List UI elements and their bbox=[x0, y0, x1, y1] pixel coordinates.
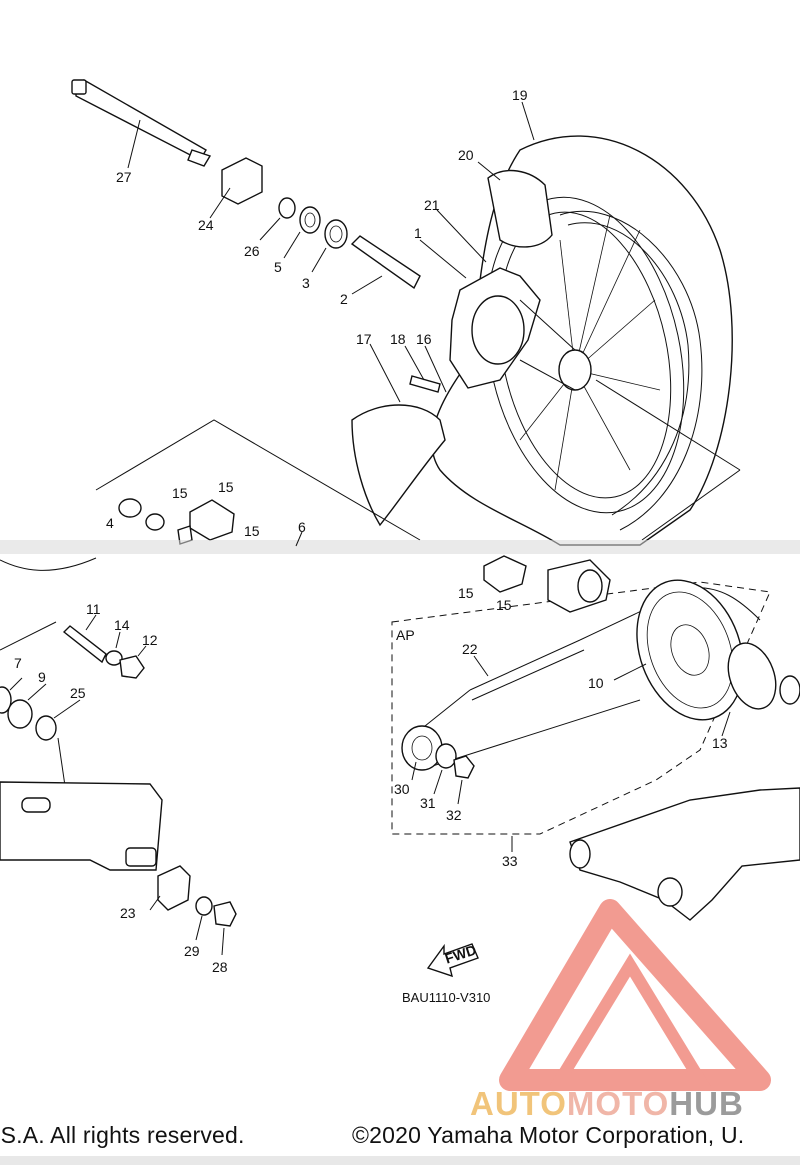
callout-31: 31 bbox=[420, 795, 436, 811]
washer-part-29 bbox=[195, 896, 213, 916]
callout-32: 32 bbox=[446, 807, 462, 823]
damper-part-right bbox=[483, 555, 527, 593]
callout-4: 4 bbox=[106, 515, 114, 531]
copyright-right: ©2020 Yamaha Motor Corporation, U. bbox=[352, 1122, 745, 1148]
watermark-moto: MOTO bbox=[566, 1085, 670, 1122]
callout-29: 29 bbox=[184, 943, 200, 959]
callout-18: 18 bbox=[390, 331, 406, 347]
rim-band-part bbox=[487, 169, 553, 248]
oil-seal-part bbox=[299, 206, 321, 234]
callout-5: 5 bbox=[274, 259, 282, 275]
leader-lines-top bbox=[127, 101, 741, 471]
assembly-outline bbox=[95, 419, 421, 541]
nut-part-28 bbox=[213, 901, 237, 927]
rear-sprocket bbox=[636, 579, 744, 721]
callout-17: 17 bbox=[356, 331, 372, 347]
axle-part bbox=[71, 79, 212, 167]
callout-26: 26 bbox=[244, 243, 260, 259]
nut-part-32 bbox=[453, 755, 475, 779]
callout-33: 33 bbox=[502, 853, 518, 869]
fwd-arrow-icon: FWD bbox=[426, 942, 479, 978]
callout-15-c: 15 bbox=[244, 523, 260, 539]
ap-group-outline bbox=[391, 581, 771, 835]
watermark-auto: AUTO bbox=[470, 1085, 567, 1122]
leader-lines-bottom bbox=[9, 531, 731, 956]
callout-24: 24 bbox=[198, 217, 214, 233]
seal-part-8 bbox=[145, 513, 165, 531]
bearing-part-4 bbox=[118, 498, 142, 518]
bolt-part bbox=[409, 375, 441, 393]
drive-sprocket bbox=[401, 725, 443, 771]
callout-15-d: 15 bbox=[458, 585, 474, 601]
callout-23: 23 bbox=[120, 905, 136, 921]
callout-14: 14 bbox=[114, 617, 130, 633]
callout-13: 13 bbox=[712, 735, 728, 751]
sprocket-gasket bbox=[727, 642, 777, 710]
spacer-part bbox=[350, 235, 421, 290]
adjuster-plate-23 bbox=[157, 865, 191, 911]
automotohub-logo-icon bbox=[499, 899, 771, 1091]
collar-part bbox=[278, 197, 296, 219]
damper-part bbox=[189, 499, 235, 541]
callout-20: 20 bbox=[458, 147, 474, 163]
callout-11: 11 bbox=[86, 601, 101, 617]
seal-part-9 bbox=[7, 699, 33, 729]
callout-30: 30 bbox=[394, 781, 410, 797]
wheel-hub bbox=[449, 267, 592, 391]
callout-16: 16 bbox=[416, 331, 432, 347]
callout-12: 12 bbox=[142, 632, 158, 648]
washer-part-14 bbox=[105, 650, 123, 666]
tire-tread-lower bbox=[351, 404, 446, 527]
callout-3: 3 bbox=[302, 275, 310, 291]
copyright-left: .S.A. All rights reserved. bbox=[0, 1122, 245, 1148]
swingarm-right bbox=[569, 787, 800, 921]
callout-15-a: 15 bbox=[172, 485, 188, 501]
diagram-reference-code: BAU1110-V310 bbox=[402, 990, 491, 1005]
callout-labels: 19 20 21 1 27 24 26 5 3 2 17 18 16 15 15… bbox=[14, 87, 728, 975]
callout-2: 2 bbox=[340, 291, 348, 307]
callout-15-e: 15 bbox=[496, 597, 512, 613]
callout-28: 28 bbox=[212, 959, 228, 975]
callout-10: 10 bbox=[588, 675, 604, 691]
washer-part-31 bbox=[435, 743, 457, 769]
watermark-hub: HUB bbox=[669, 1085, 744, 1122]
scan-band bbox=[0, 540, 800, 554]
ap-group-label: AP bbox=[396, 627, 415, 643]
callout-1: 1 bbox=[414, 225, 422, 241]
callout-25: 25 bbox=[70, 685, 86, 701]
chain-adjuster-plate bbox=[221, 157, 263, 205]
callout-9: 9 bbox=[38, 669, 46, 685]
long-bolt-part bbox=[62, 625, 107, 664]
automotohub-watermark: AUTOMOTOHUB bbox=[470, 1085, 744, 1123]
callout-19: 19 bbox=[512, 87, 528, 103]
callout-21: 21 bbox=[424, 197, 440, 213]
callout-27: 27 bbox=[116, 169, 132, 185]
callout-15-b: 15 bbox=[218, 479, 234, 495]
callout-6: 6 bbox=[298, 519, 306, 535]
bearing-part bbox=[324, 219, 348, 249]
collar-part-25 bbox=[35, 715, 57, 741]
bearing-part-right bbox=[779, 675, 800, 705]
bearing-part-7 bbox=[0, 686, 12, 714]
callout-7: 7 bbox=[14, 655, 22, 671]
nut-part-12 bbox=[119, 655, 145, 679]
callout-22: 22 bbox=[462, 641, 478, 657]
